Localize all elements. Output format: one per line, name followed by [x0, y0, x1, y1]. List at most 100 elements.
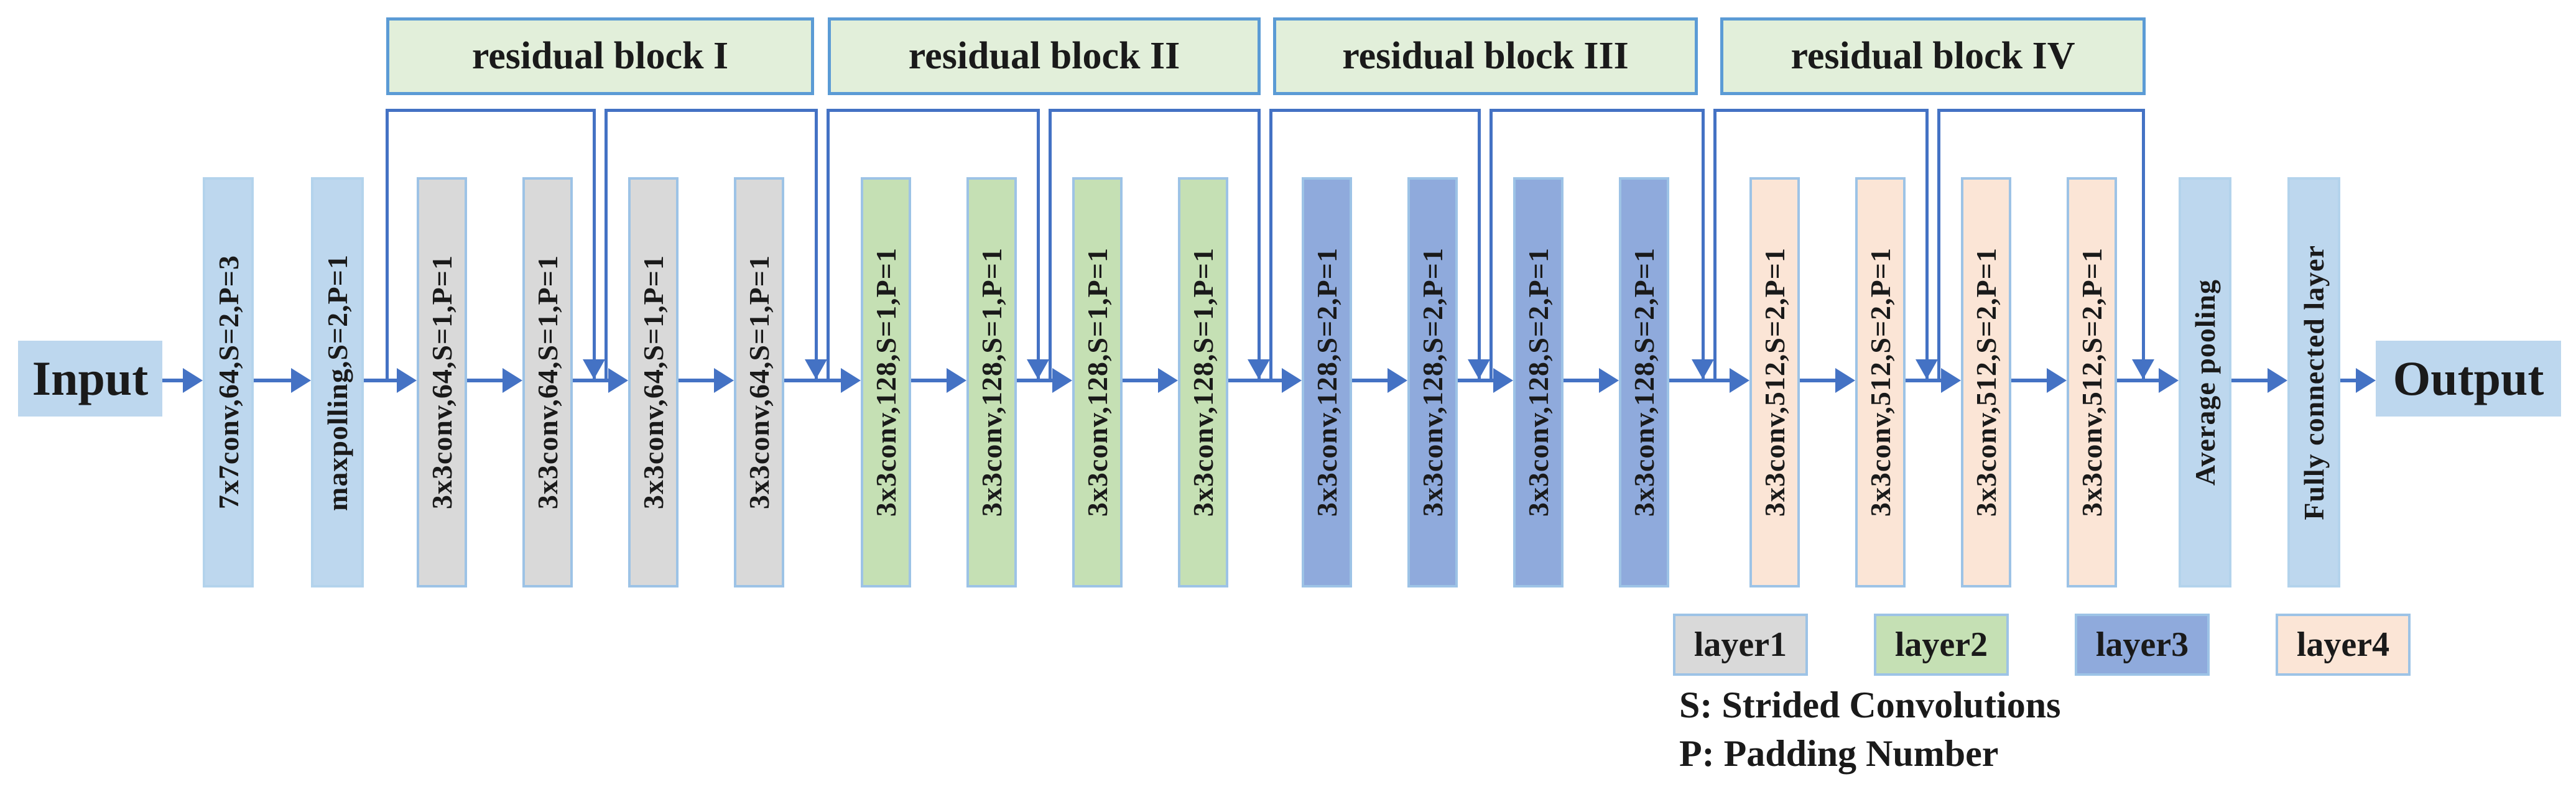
flow-arrow-line — [784, 379, 846, 382]
legend-label: layer4 — [2296, 625, 2390, 664]
conv-box-block1-4: 3x3conv,64,S=1,P=1 — [734, 177, 784, 587]
conv-box-block3-3: 3x3conv,128,S=2,P=1 — [1513, 177, 1564, 587]
stem-conv-box: 7x7conv,64,S=2,P=3 — [203, 177, 254, 587]
conv-box-block1-2: 3x3conv,64,S=1,P=1 — [522, 177, 573, 587]
flow-arrow-line — [162, 379, 188, 382]
skip-connection-hoop — [1269, 109, 1481, 380]
input-box: Input — [18, 341, 162, 417]
legend-label: layer1 — [1693, 625, 1787, 664]
residual-block-2-title: residual block II — [828, 17, 1261, 95]
legend-swatch-layer4: layer4 — [2276, 614, 2411, 676]
note-strided-convolutions: S: Strided Convolutions — [1679, 684, 2061, 726]
average-pooling-box: Average pooling — [2179, 177, 2231, 587]
conv-box-block2-1: 3x3conv,128,S=1,P=1 — [861, 177, 911, 587]
flow-arrow-line — [2011, 379, 2052, 382]
skip-connection-hoop — [605, 109, 818, 380]
conv-box-block2-2: 3x3conv,128,S=1,P=1 — [966, 177, 1017, 587]
conv-label: 3x3conv,128,S=2,P=1 — [1417, 247, 1448, 517]
residual-block-3-title: residual block III — [1273, 17, 1698, 95]
conv-box-block4-1: 3x3conv,512,S=2,P=1 — [1749, 177, 1800, 587]
flow-arrowhead-icon — [503, 368, 522, 393]
average-pooling-label: Average pooling — [2189, 279, 2221, 486]
note-padding-number: P: Padding Number — [1679, 733, 1999, 774]
flow-arrow-line — [364, 379, 402, 382]
flow-arrowhead-icon — [1599, 368, 1619, 393]
conv-box-block1-1: 3x3conv,64,S=1,P=1 — [417, 177, 467, 587]
flow-arrow-line — [573, 379, 613, 382]
conv-label: 3x3conv,512,S=2,P=1 — [1970, 247, 2002, 517]
input-label: Input — [32, 351, 149, 405]
skip-arrowhead-down-icon — [805, 359, 827, 379]
conv-label: 3x3conv,512,S=2,P=1 — [1759, 247, 1791, 517]
conv-label: 3x3conv,512,S=2,P=1 — [2076, 247, 2108, 517]
conv-label: 3x3conv,64,S=1,P=1 — [637, 255, 669, 510]
flow-arrowhead-icon — [1730, 368, 1749, 393]
flow-arrow-line — [1669, 379, 1735, 382]
flow-arrow-line — [1458, 379, 1498, 382]
stem-maxpool-label: maxpolling,S=2,P=1 — [322, 254, 353, 511]
flow-arrowhead-icon — [291, 368, 311, 393]
conv-box-block3-4: 3x3conv,128,S=2,P=1 — [1619, 177, 1669, 587]
skip-arrowhead-down-icon — [1916, 359, 1938, 379]
flow-arrow-line — [2340, 379, 2361, 382]
conv-label: 3x3conv,128,S=1,P=1 — [1187, 247, 1219, 517]
skip-connection-hoop — [1713, 109, 1929, 380]
conv-box-block4-3: 3x3conv,512,S=2,P=1 — [1961, 177, 2011, 587]
legend-swatch-layer2: layer2 — [1874, 614, 2009, 676]
skip-connection-hoop — [386, 109, 596, 380]
flow-arrow-line — [1800, 379, 1840, 382]
flow-arrow-line — [1017, 379, 1057, 382]
conv-box-block3-2: 3x3conv,128,S=2,P=1 — [1407, 177, 1458, 587]
conv-label: 3x3conv,64,S=1,P=1 — [532, 255, 563, 510]
flow-arrow-line — [1906, 379, 1946, 382]
flow-arrowhead-icon — [1493, 368, 1513, 393]
conv-label: 3x3conv,128,S=1,P=1 — [870, 247, 902, 517]
flow-arrow-line — [1564, 379, 1604, 382]
skip-arrowhead-down-icon — [1027, 359, 1049, 379]
conv-label: 3x3conv,128,S=2,P=1 — [1628, 247, 1660, 517]
skip-connection-hoop — [1490, 109, 1705, 380]
conv-box-block2-3: 3x3conv,128,S=1,P=1 — [1072, 177, 1123, 587]
flow-arrow-line — [1123, 379, 1163, 382]
flow-arrowhead-icon — [1835, 368, 1855, 393]
flow-arrowhead-icon — [608, 368, 628, 393]
flow-arrowhead-icon — [2047, 368, 2067, 393]
skip-connection-hoop — [827, 109, 1040, 380]
flow-arrow-line — [2231, 379, 2273, 382]
legend-swatch-layer1: layer1 — [1673, 614, 1808, 676]
stem-conv-label: 7x7conv,64,S=2,P=3 — [212, 255, 244, 510]
flow-arrowhead-icon — [714, 368, 734, 393]
output-box: Output — [2376, 341, 2561, 417]
flow-arrowhead-icon — [947, 368, 966, 393]
conv-box-block3-1: 3x3conv,128,S=2,P=1 — [1302, 177, 1352, 587]
flow-arrow-line — [679, 379, 719, 382]
flow-arrow-line — [254, 379, 296, 382]
flow-arrowhead-icon — [397, 368, 417, 393]
flow-arrow-line — [467, 379, 507, 382]
flow-arrow-line — [2117, 379, 2164, 382]
flow-arrowhead-icon — [183, 368, 203, 393]
flow-arrowhead-icon — [841, 368, 861, 393]
stem-maxpool-box: maxpolling,S=2,P=1 — [311, 177, 364, 587]
flow-arrowhead-icon — [2159, 368, 2179, 393]
flow-arrow-line — [1228, 379, 1287, 382]
conv-label: 3x3conv,128,S=2,P=1 — [1311, 247, 1343, 517]
flow-arrowhead-icon — [1388, 368, 1407, 393]
flow-arrowhead-icon — [1052, 368, 1072, 393]
flow-arrowhead-icon — [2268, 368, 2287, 393]
flow-arrowhead-icon — [1282, 368, 1302, 393]
conv-box-block4-2: 3x3conv,512,S=2,P=1 — [1855, 177, 1906, 587]
skip-arrowhead-down-icon — [1248, 359, 1270, 379]
legend-label: layer3 — [2095, 625, 2189, 664]
conv-label: 3x3conv,64,S=1,P=1 — [743, 255, 775, 510]
conv-label: 3x3conv,64,S=1,P=1 — [426, 255, 458, 510]
skip-arrowhead-down-icon — [1468, 359, 1490, 379]
conv-box-block1-3: 3x3conv,64,S=1,P=1 — [628, 177, 679, 587]
fully-connected-label: Fully connected layer — [2298, 244, 2330, 520]
flow-arrowhead-icon — [1158, 368, 1178, 393]
skip-arrowhead-down-icon — [583, 359, 605, 379]
output-label: Output — [2393, 351, 2544, 405]
skip-arrowhead-down-icon — [1692, 359, 1714, 379]
residual-block-4-title: residual block IV — [1720, 17, 2146, 95]
